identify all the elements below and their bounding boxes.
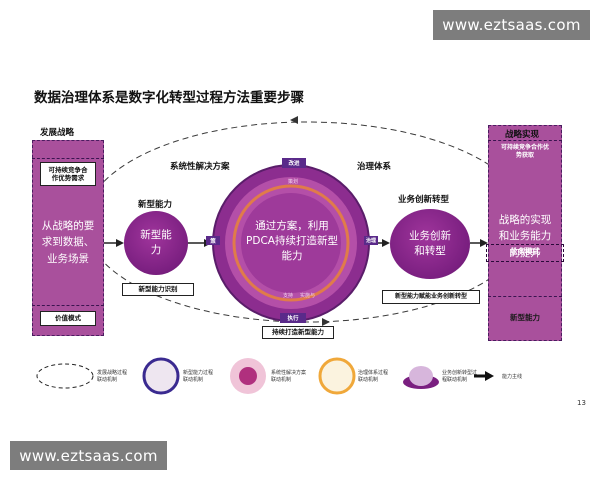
- legend-text-0: 发展战略过程 联动机制: [97, 370, 128, 383]
- arrowhead-4: [480, 239, 488, 247]
- stacked-disc-icon: [409, 366, 433, 386]
- center-inner-core: [241, 193, 341, 293]
- page-number: 13: [577, 399, 586, 407]
- center-right-tag: 治理: [364, 236, 378, 245]
- legend-text-4: 业务创新转型过 程联动机制: [442, 370, 478, 383]
- cycle-arrow-bottom: [322, 318, 330, 326]
- center-left-tag: 策: [206, 236, 220, 245]
- legend-text-1: 新型能力过程 联动机制: [183, 370, 214, 383]
- watermark-top: www.eztsaas.com: [433, 10, 590, 40]
- right-column-divider-top: [488, 140, 562, 141]
- new-capability-circle: 新型能 力: [124, 211, 188, 275]
- left-column-divider-top: [32, 158, 104, 159]
- label-new-capability: 新型能力: [138, 200, 173, 210]
- label-system-solution: 系统性解决方案: [170, 162, 230, 172]
- center-ring-bottom-left-label: 支持: [283, 293, 294, 299]
- center-bottom-tag: 执行: [280, 313, 306, 323]
- orange-ring-icon: [318, 357, 356, 395]
- center-ring-top-label: 策划: [288, 179, 299, 185]
- left-circle-caption: 新型能力识别: [122, 283, 194, 296]
- label-governance: 治理体系: [357, 162, 392, 172]
- center-ring-bottom-right-label: 实施与: [300, 293, 316, 299]
- left-box-competitive-need: 可持续竞争合 作优势需求: [40, 162, 96, 186]
- watermark-bottom: www.eztsaas.com: [10, 441, 167, 470]
- left-column-text: 从战略的要 求到数据、 业务场景: [41, 220, 95, 265]
- center-circle-caption: 持续打造新型能力: [262, 326, 334, 339]
- left-column-label: 发展战略: [40, 128, 75, 138]
- arrowhead-3: [382, 239, 390, 247]
- right-column: [488, 125, 562, 341]
- cycle-arrow-top: [290, 116, 298, 124]
- legend-text-3: 治理体系过程 联动机制: [358, 370, 389, 383]
- purple-ring-icon: [142, 357, 180, 395]
- left-box-value-mode: 价值模式: [40, 311, 96, 326]
- right-column-label: 战略实现: [505, 130, 540, 140]
- arrowhead-1: [116, 239, 124, 247]
- center-top-tag: 改进: [282, 158, 306, 168]
- label-business-innovation: 业务创新转型: [398, 195, 450, 205]
- legend-text-2: 系统性解决方案 联动机制: [271, 370, 307, 383]
- right-business-mode: 业务模式: [510, 247, 540, 256]
- right-column-divider-bottom: [488, 296, 562, 297]
- pink-core-icon: [239, 367, 257, 385]
- right-new-capability: 新型能力: [510, 313, 540, 322]
- dashed-ellipse-icon: [36, 363, 94, 389]
- center-orange-ring: [232, 184, 350, 302]
- right-circle-caption: 新型能力赋能业务创新转型: [382, 290, 480, 304]
- right-dashed-box: [486, 244, 564, 262]
- right-box-competitive-gain: 可持续竞争合作优 势获取: [500, 144, 549, 159]
- business-innovation-circle: 业务创新 和转型: [390, 209, 470, 279]
- arrow-icon: [485, 371, 494, 381]
- legend-text-5: 能力主线: [502, 374, 523, 380]
- left-column-divider-bottom: [32, 305, 104, 306]
- center-circle-text: 通过方案，利用 PDCA持续打造新型 能力: [246, 220, 338, 263]
- right-column-text: 战略的实现 和业务能力 的提升: [498, 214, 552, 259]
- page-title: 数据治理体系是数字化转型过程方法重要步骤: [34, 90, 304, 106]
